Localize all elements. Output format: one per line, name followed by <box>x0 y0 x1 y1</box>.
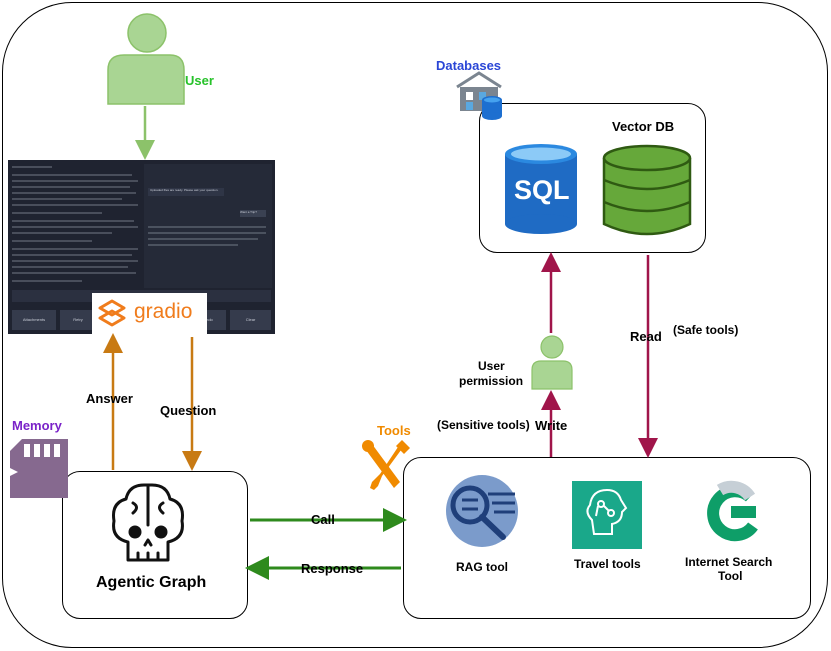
tools-label: Tools <box>377 423 411 438</box>
internet-search-label-line1: Internet Search <box>685 555 773 569</box>
google-g-icon <box>707 480 758 542</box>
screenshot-button: Clear <box>230 310 271 330</box>
database-building-icon <box>456 71 502 120</box>
agentic-graph-box <box>62 471 248 619</box>
question-label: Question <box>160 403 217 418</box>
safe-tools-label: (Safe tools) <box>673 323 739 337</box>
gradio-label: gradio <box>134 300 193 323</box>
write-label: Write <box>535 418 568 433</box>
vector-db-icon <box>602 144 692 236</box>
agentic-graph-label: Agentic Graph <box>96 574 207 591</box>
sensitive-tools-label: (Sensitive tools) <box>437 418 530 432</box>
screenshot-button: Attachments <box>12 310 56 330</box>
brain-skull-icon <box>112 483 184 562</box>
rag-search-icon <box>446 475 518 547</box>
memory-label: Memory <box>12 418 62 433</box>
screenshot-left-panel <box>10 164 142 288</box>
databases-label: Databases <box>436 58 502 73</box>
memory-card-icon <box>10 439 68 498</box>
user-permission-icon <box>531 335 573 390</box>
user-icon <box>107 13 185 105</box>
screenshot-button-row: Attachments Retry Undo Clear <box>12 310 271 330</box>
internet-search-label-line2: Tool <box>718 569 743 583</box>
user-permission-label-line1: User <box>478 359 505 373</box>
vector-db-label: Vector DB <box>612 119 675 134</box>
wrench-screwdriver-icon <box>362 440 410 490</box>
rag-tool-label: RAG tool <box>456 560 508 574</box>
gradio-mark-icon <box>98 299 126 327</box>
screenshot-chat-panel: Uploaded files are ready. Please ask you… <box>144 164 272 288</box>
travel-tools-label: Travel tools <box>574 557 641 571</box>
sql-database-icon <box>505 144 577 234</box>
chat-bubble-2: Want a Trip? <box>240 210 266 217</box>
chat-bubble-1: Uploaded files are ready. Please ask you… <box>150 188 219 192</box>
user-permission-label-line2: permission <box>459 374 524 388</box>
user-label: User <box>185 73 214 88</box>
call-label: Call <box>311 512 335 527</box>
answer-label: Answer <box>86 391 133 406</box>
response-label: Response <box>301 561 364 576</box>
read-label: Read <box>630 329 662 344</box>
screenshot-button: Retry <box>60 310 96 330</box>
travel-tools-icon <box>572 481 642 549</box>
gradio-logo: gradio <box>92 293 207 335</box>
sql-label: SQL <box>514 175 570 205</box>
